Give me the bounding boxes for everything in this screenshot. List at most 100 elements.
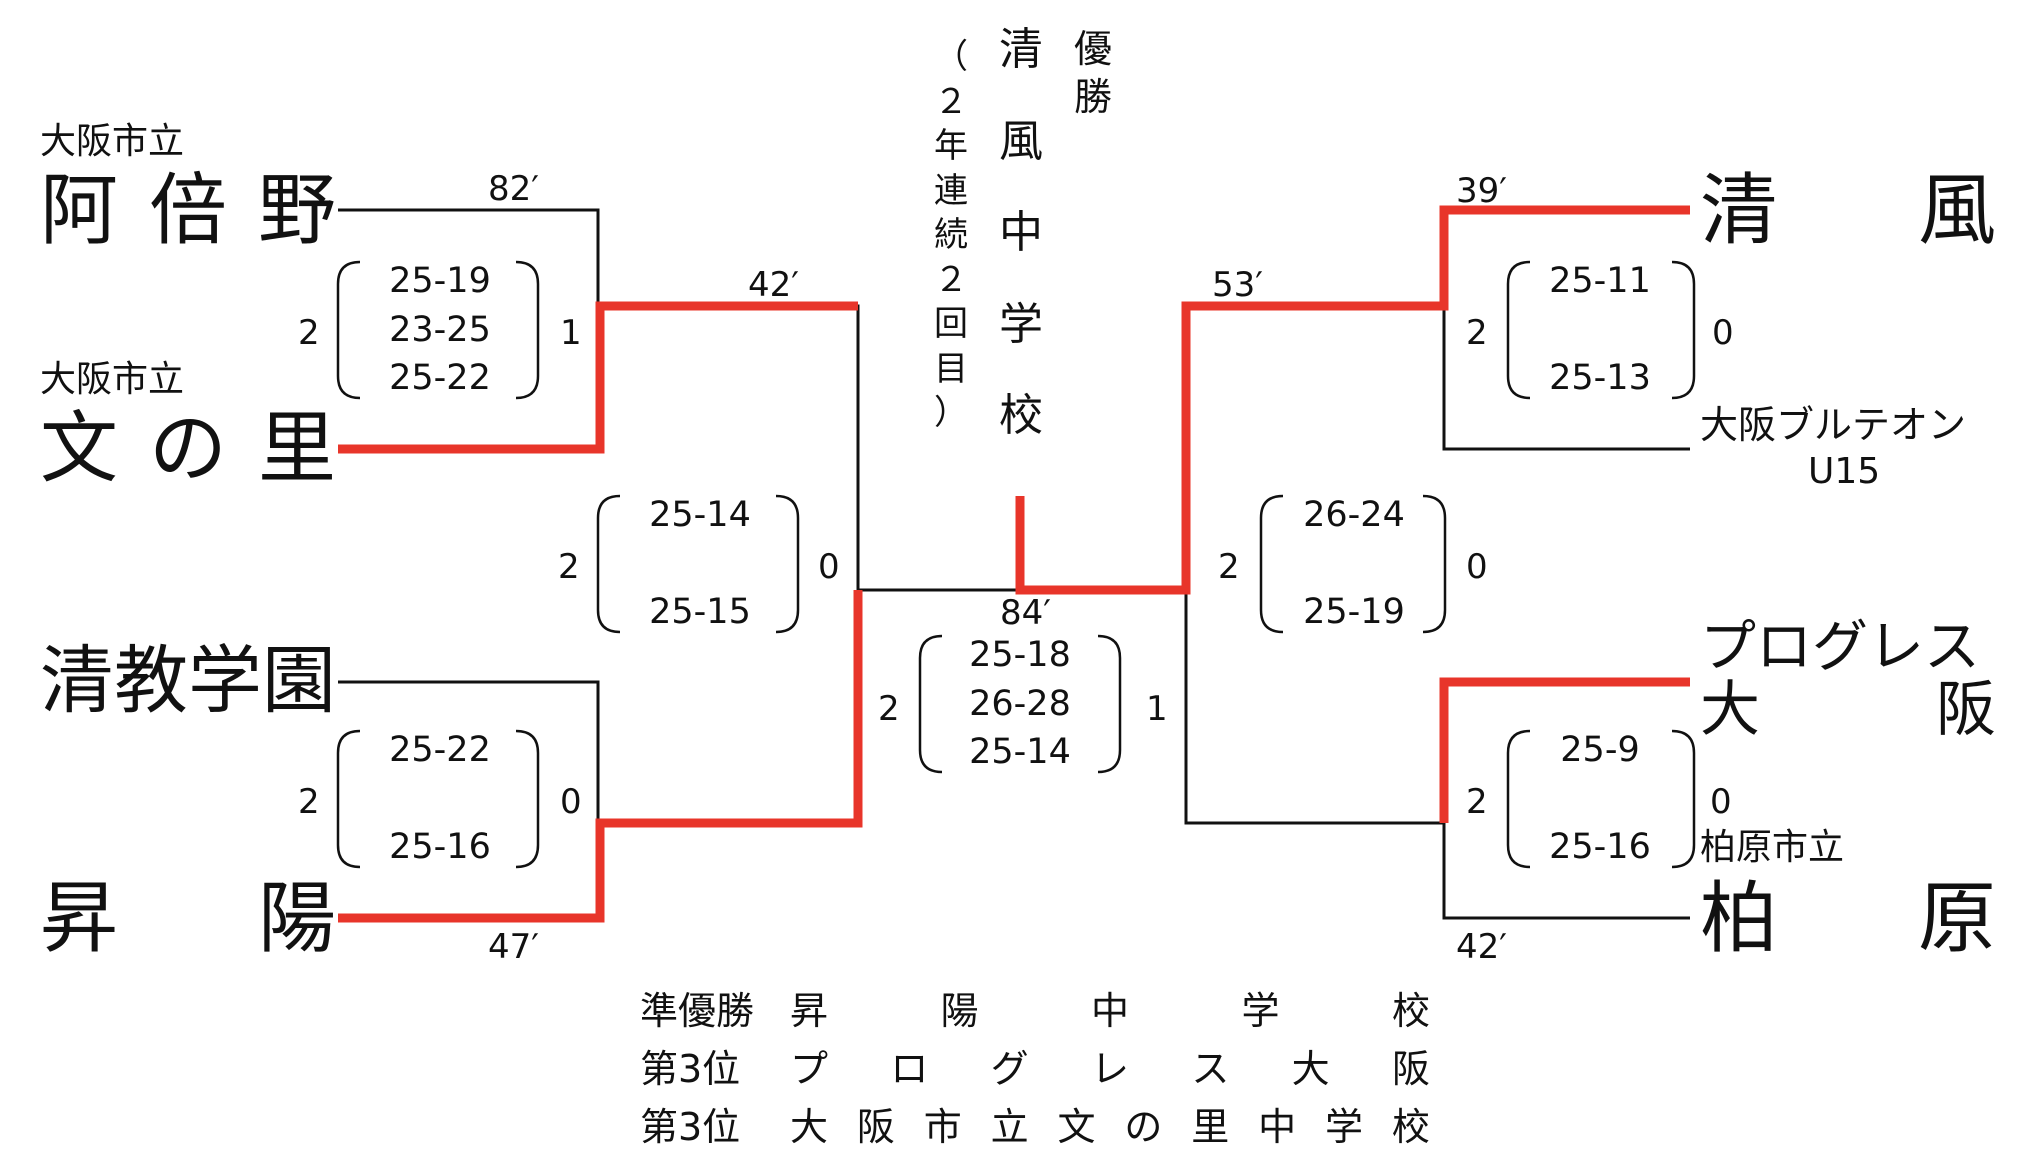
winner-line-bunnosato [338,301,858,454]
left-r1-top-lose: 1 [560,313,582,353]
right-semi-win: 2 [1218,547,1240,587]
blutheon-name: 大阪ブルテオン [1700,403,1967,447]
left-r1-bottom-lose: 0 [560,782,582,822]
left-r1-bottom-sets: 25-22 25-16 [370,733,510,865]
abeno-match-time: 82′ [488,169,539,209]
shoyo-name: 昇 陽 [40,880,336,958]
champion-name-char: 清 [999,24,1043,75]
set-score: 25-13 [1549,358,1651,398]
bunnosato-name: 文 の 里 [40,410,336,488]
paren-open-right-r1-bottom [1506,729,1531,869]
result-runner-up: 準優勝 昇 陽 中 学 校 [640,980,1430,1035]
bracket-line-blutheon [1442,306,1690,451]
note-char: 連 [934,170,968,211]
right-r1-bottom-sets: 25-9 25-16 [1530,733,1670,865]
left-semi-sets: 25-14 25-15 [630,498,770,630]
set-score: 25-11 [1549,261,1651,301]
set-score: 25-14 [649,495,751,535]
right-r1-bottom-lose: 0 [1710,782,1732,822]
progress-name-char: 阪 [1936,675,1996,745]
result-char: 大 [1291,1047,1330,1091]
result-char: ロ [890,1047,929,1091]
winner-line-shoyo [338,590,863,923]
result-label: 準優勝 [640,989,755,1033]
bracket-line-abeno [338,208,600,306]
result-char: グ [990,1047,1029,1091]
paren-close-right-r1-bottom [1671,729,1696,869]
result-char: 里 [1191,1105,1230,1149]
result-value: 昇 陽 中 学 校 [790,980,1430,1035]
bracket-line-right-semi-loser [1184,590,1444,825]
kashiwara-name: 柏 原 [1700,880,1996,958]
bunnosato-name-char: の [148,404,227,494]
note-char: ） [934,393,968,433]
result-label: 第3位 [640,1105,741,1149]
champion-label: 優 勝 [1068,30,1118,116]
set-score: 25-19 [1303,592,1405,632]
result-char: の [1124,1105,1163,1149]
result-third-place-1: 第3位 プ ロ グ レ ス 大 阪 [640,1038,1430,1093]
right-semi-lose: 0 [1466,547,1488,587]
result-value: プ ロ グ レ ス 大 阪 [790,1038,1430,1093]
winner-line-seifu [1015,205,1690,595]
result-char: 校 [1391,989,1430,1033]
set-score: 25-9 [1560,730,1640,770]
champion-name-char: 学 [999,298,1043,350]
seifu-name: 清 風 [1700,172,1996,250]
note-char: 年 [934,126,968,166]
result-char: 陽 [940,989,979,1033]
right-semi-time: 53′ [1212,265,1263,305]
bunnosato-prefix: 大阪市立 [40,359,185,400]
result-label: 第3位 [640,1047,741,1091]
abeno-name-char: 野 [257,166,336,256]
result-char: 校 [1391,1105,1430,1149]
shoyo-name-char: 陽 [257,874,336,964]
kashiwara-name-char: 柏 [1700,874,1779,964]
paren-close-final [1097,634,1122,774]
result-char: ス [1191,1047,1230,1091]
paren-close-left-r1-bottom [515,729,540,869]
result-char: 文 [1057,1105,1096,1149]
abeno-prefix: 大阪市立 [40,121,185,162]
blutheon-sub: U15 [1808,451,1881,492]
set-score: 25-19 [389,261,491,301]
paren-open-left-r1-bottom [336,729,361,869]
result-char: 阪 [856,1105,895,1149]
set-score: 25-15 [649,592,751,632]
right-semi-sets: 26-24 25-19 [1284,498,1424,630]
result-char: 学 [1325,1105,1364,1149]
seifu-name-char: 風 [1917,166,1996,256]
kashiwara-name-char: 原 [1917,874,1996,964]
left-semi-lose: 0 [818,547,840,587]
champion-name-char: 中 [999,207,1043,258]
bunnosato-name-char: 里 [257,404,336,494]
abeno-name-char: 阿 [40,166,119,256]
paren-open-right-semi [1259,494,1284,634]
result-char: 阪 [1391,1047,1430,1091]
bracket-line-kashiwara [1442,823,1690,920]
right-r1-top-lose: 0 [1712,313,1734,353]
left-semi-time: 42′ [748,265,799,305]
result-third-place-2: 第3位 大 阪 市 立 文 の 里 中 学 校 [640,1096,1430,1151]
note-char: ２ [934,81,968,122]
note-char: 目 [934,348,968,389]
note-char: ２ [934,259,968,300]
note-char: 続 [934,215,968,255]
final-win: 2 [878,689,900,729]
seikyo-name: 清教学園 [40,638,336,724]
left-semi-win: 2 [558,547,580,587]
final-lose: 1 [1146,689,1168,729]
progress-name-line1: プログレス [1700,615,1980,680]
set-score: 23-25 [389,309,491,350]
set-score: 25-16 [389,827,491,867]
paren-open-final [918,634,943,774]
shoyo-match-time: 47′ [488,927,539,967]
paren-open-right-r1-top [1506,260,1531,400]
final-sets: 25-18 26-28 25-14 [950,638,1090,770]
left-r1-bottom-win: 2 [298,782,320,822]
kashiwara-prefix: 柏原市立 [1700,827,1845,868]
result-char: 中 [1090,989,1129,1033]
bracket-line-seikyo [338,680,600,823]
champion-name-char: 風 [999,115,1043,167]
